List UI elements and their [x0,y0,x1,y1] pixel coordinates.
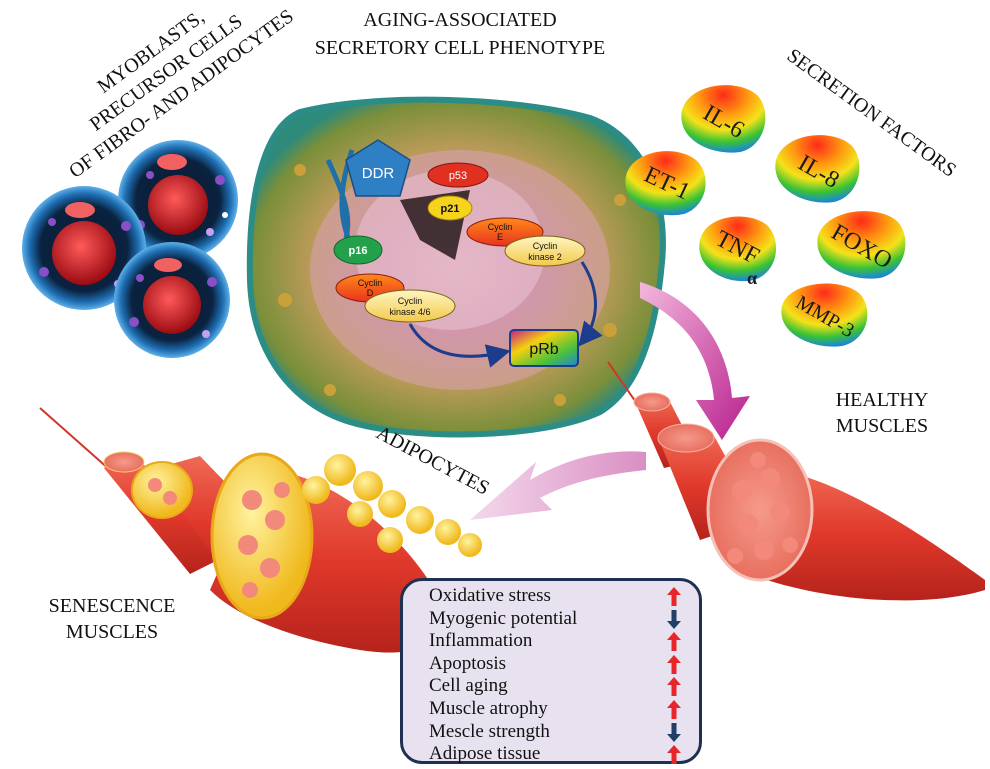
svg-text:SECRETORY CELL PHENOTYPE: SECRETORY CELL PHENOTYPE [315,37,605,59]
factor-il8: IL-8 [775,135,859,203]
svg-text:p16: p16 [349,245,368,257]
svg-text:AGING-ASSOCIATED: AGING-ASSOCIATED [363,9,556,31]
factor-il6: IL-6 [681,85,765,153]
svg-text:SENESCENCE: SENESCENCE [49,595,176,617]
effect-label: Mescle strength [429,721,550,744]
arrow-up-icon [667,745,681,764]
arrow-down-icon [667,610,681,629]
arrow-up-icon [667,700,681,719]
svg-text:pRb: pRb [529,341,558,358]
svg-text:kinase 2: kinase 2 [528,252,562,262]
effect-label: Inflammation [429,630,532,653]
svg-text:HEALTHY: HEALTHY [836,389,929,411]
svg-text:Cyclin: Cyclin [398,296,423,306]
healthy-to-senescence-arrow [470,451,646,520]
effect-label: Cell aging [429,675,508,698]
effect-label: Oxidative stress [429,585,551,608]
svg-text:MUSCLES: MUSCLES [66,621,158,643]
factor-tnf: TNF α [699,217,776,288]
cyclin-kinase-46-node: Cyclin kinase 4/6 [365,290,455,322]
svg-text:Cyclin: Cyclin [358,278,383,288]
effect-label: Adipose tissue [429,743,540,766]
p53-node: p53 [428,163,488,187]
svg-text:p53: p53 [449,170,467,182]
cyclin-kinase-2-node: Cyclin kinase 2 [505,236,585,266]
healthy-muscles-title: HEALTHY MUSCLES [836,389,929,437]
p16-node: p16 [334,236,382,264]
svg-text:Cyclin: Cyclin [533,241,558,251]
effect-label: Muscle atrophy [429,698,548,721]
svg-text:MUSCLES: MUSCLES [836,415,928,437]
phenotype-title: AGING-ASSOCIATED SECRETORY CELL PHENOTYP… [315,9,605,59]
arrow-up-icon [667,587,681,606]
effect-row: Adipose tissue [429,743,699,766]
p21-node: p21 [428,196,472,220]
factor-mmp3: MMP-3 [781,284,867,347]
svg-text:Cyclin: Cyclin [488,222,513,232]
effect-label: Apoptosis [429,653,506,676]
factor-foxo: FOXO [817,211,905,279]
effect-row: Inflammation [429,630,699,653]
svg-text:α: α [747,268,757,288]
arrow-up-icon [667,632,681,651]
effect-row: Muscle atrophy [429,698,699,721]
prb-node: pRb [510,330,578,366]
svg-text:p21: p21 [441,203,460,215]
effect-row: Oxidative stress [429,585,699,608]
arrow-up-icon [667,677,681,696]
svg-text:DDR: DDR [362,165,395,182]
effect-row: Cell aging [429,675,699,698]
senescence-muscles-title: SENESCENCE MUSCLES [49,595,176,643]
effect-row: Apoptosis [429,653,699,676]
effect-label: Myogenic potential [429,608,577,631]
effect-row: Mescle strength [429,721,699,744]
progenitor-cell-bottom [114,242,230,358]
arrow-up-icon [667,655,681,674]
healthy-muscle [608,362,985,600]
senescent-cell [250,100,663,435]
svg-text:E: E [497,232,503,242]
effect-row: Myogenic potential [429,608,699,631]
arrow-down-icon [667,723,681,742]
svg-text:kinase 4/6: kinase 4/6 [389,307,430,317]
